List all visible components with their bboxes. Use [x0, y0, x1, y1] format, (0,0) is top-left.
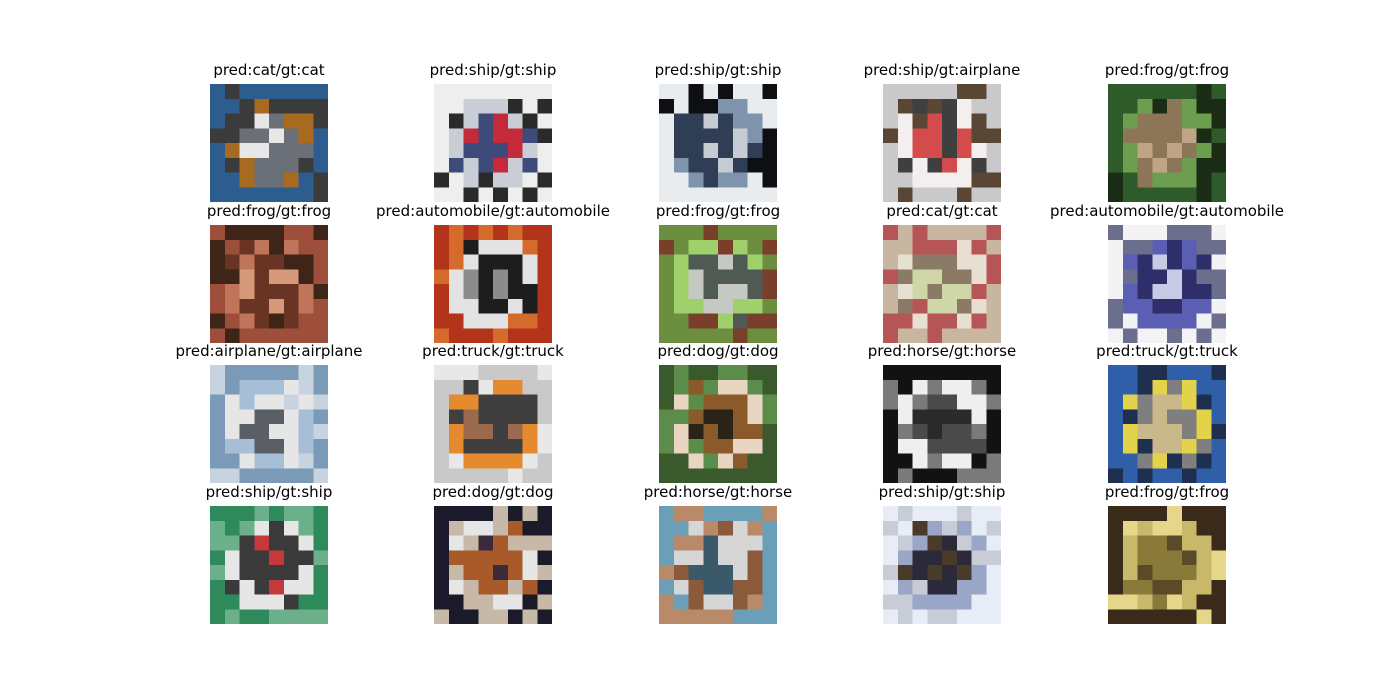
panel-caption: pred:automobile/gt:automobile [376, 202, 610, 220]
frog-image [210, 225, 328, 343]
panel-caption: pred:airplane/gt:airplane [175, 342, 363, 360]
ship-image [210, 506, 328, 624]
truck-image [434, 365, 552, 483]
ship-image [883, 506, 1001, 624]
panel-caption: pred:frog/gt:frog [1104, 61, 1230, 79]
panel-caption: pred:frog/gt:frog [655, 202, 781, 220]
truck-image [1108, 365, 1226, 483]
cat-image [883, 225, 1001, 343]
panel-caption: pred:horse/gt:horse [643, 483, 793, 501]
ship-image [434, 84, 552, 202]
automobile-image [1108, 225, 1226, 343]
panel-caption: pred:truck/gt:truck [1096, 342, 1238, 360]
dog-image [659, 365, 777, 483]
panel-caption: pred:ship/gt:ship [429, 61, 557, 79]
airplane-image [883, 84, 1001, 202]
horse-image [659, 506, 777, 624]
horse-image [883, 365, 1001, 483]
frog-image [1108, 506, 1226, 624]
dog-image [434, 506, 552, 624]
airplane-image [210, 365, 328, 483]
panel-caption: pred:ship/gt:ship [205, 483, 333, 501]
panel-caption: pred:frog/gt:frog [1104, 483, 1230, 501]
panel-caption: pred:automobile/gt:automobile [1050, 202, 1284, 220]
cat-image [210, 84, 328, 202]
panel-caption: pred:cat/gt:cat [886, 202, 998, 220]
panel-caption: pred:frog/gt:frog [206, 202, 332, 220]
panel-caption: pred:horse/gt:horse [867, 342, 1017, 360]
ship-image [659, 84, 777, 202]
panel-caption: pred:cat/gt:cat [213, 61, 325, 79]
panel-caption: pred:dog/gt:dog [432, 483, 554, 501]
panel-caption: pred:truck/gt:truck [422, 342, 564, 360]
panel-caption: pred:dog/gt:dog [657, 342, 779, 360]
panel-caption: pred:ship/gt:ship [654, 61, 782, 79]
frog-image [1108, 84, 1226, 202]
panel-caption: pred:ship/gt:airplane [863, 61, 1021, 79]
panel-caption: pred:ship/gt:ship [878, 483, 1006, 501]
frog-image [659, 225, 777, 343]
automobile-image [434, 225, 552, 343]
